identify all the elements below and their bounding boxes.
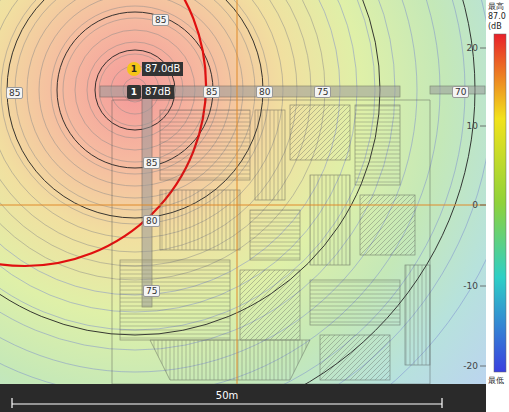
receiver-callout: 187.0dB	[127, 62, 183, 76]
callout-number: 1	[127, 85, 141, 99]
legend-max: 87.0	[488, 12, 506, 21]
contour-label: 70	[452, 86, 469, 98]
contour-label: 80	[143, 215, 160, 227]
contour-label: 85	[203, 86, 220, 98]
axis-tick: 10	[467, 121, 478, 131]
callout-number: 1	[127, 62, 141, 76]
contour-label: 85	[152, 14, 169, 26]
level-value: 87.0dB	[142, 62, 183, 76]
contour-label: 75	[314, 86, 331, 98]
axis-tick: -20	[463, 361, 478, 371]
axis-tick: 20	[467, 43, 478, 53]
scale-label: 50m	[216, 391, 238, 401]
receiver-callout: 187dB	[127, 85, 174, 99]
contour-label: 80	[256, 86, 273, 98]
contour-label: 85	[143, 157, 160, 169]
legend-min: 最低	[488, 376, 504, 385]
contour-label: 75	[143, 285, 160, 297]
axis-tick: -10	[463, 281, 478, 291]
contour-label: 85	[6, 87, 23, 99]
legend-max: 最高	[488, 2, 504, 11]
legend-unit: (dB	[488, 22, 502, 31]
axis-tick: 0	[472, 200, 478, 210]
level-value: 87dB	[142, 85, 174, 99]
